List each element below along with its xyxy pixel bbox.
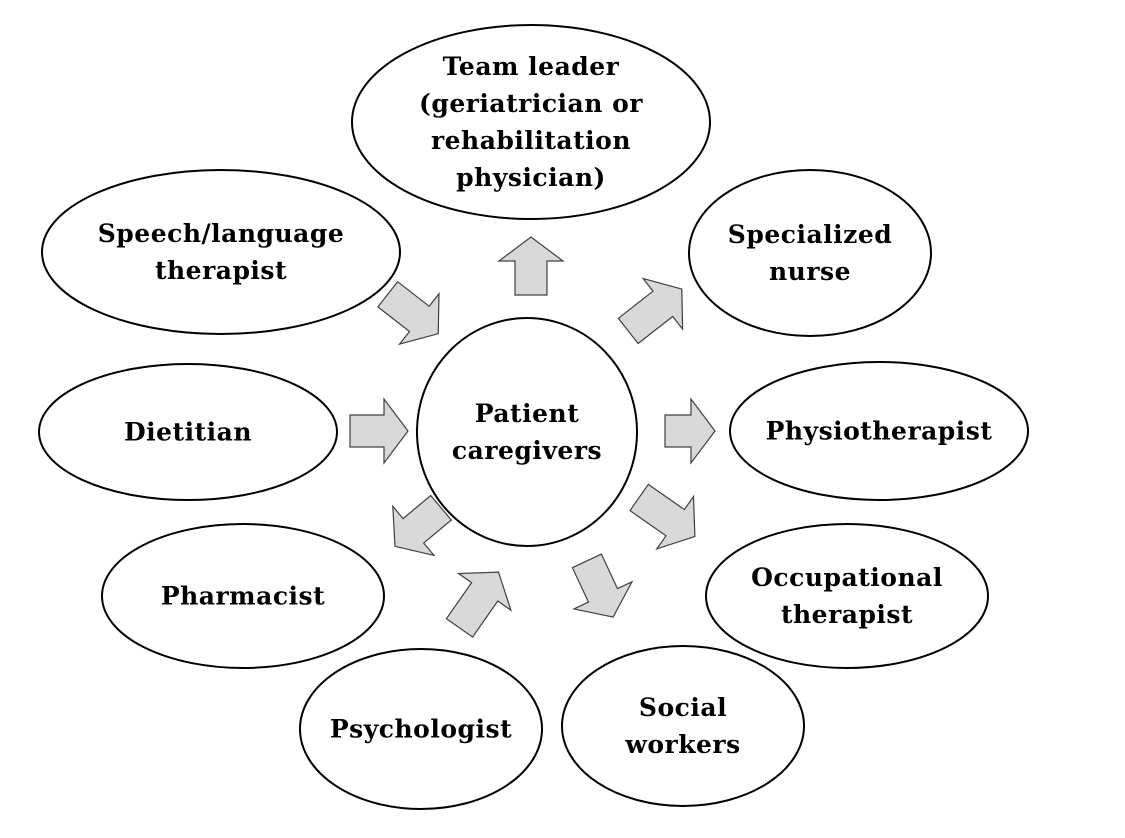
node-dietitian: Dietitian	[38, 363, 338, 501]
arrow-center-to-specialized-nurse	[617, 277, 684, 345]
node-shape-dietitian	[38, 363, 338, 501]
node-shape-occupational-therapist	[705, 523, 989, 669]
node-social-workers: Social workers	[561, 645, 805, 807]
arrows-layer	[349, 236, 716, 638]
node-team-leader: Team leader (geriatrician or rehabilitatio…	[351, 24, 711, 220]
arrow-center-to-team-leader	[497, 236, 565, 296]
node-label-team-leader: Team leader	[443, 52, 620, 81]
node-label-pharmacist: Pharmacist	[161, 582, 325, 611]
nodes-layer: Patient caregivers Team leader (geriatricia…	[38, 24, 1029, 810]
node-label-team-leader: physician)	[456, 163, 606, 192]
node-psychologist: Psychologist	[299, 648, 543, 810]
node-label-social-workers: workers	[624, 730, 740, 759]
node-shape-pharmacist	[101, 523, 385, 669]
node-shape-team-leader	[351, 24, 711, 220]
node-label-center: Patient	[475, 399, 580, 428]
node-center: Patient caregivers	[416, 317, 638, 547]
node-label-occupational-therapist: therapist	[781, 600, 913, 629]
node-specialized-nurse: Specialized nurse	[688, 169, 932, 337]
node-label-occupational-therapist: Occupational	[751, 563, 943, 592]
node-label-dietitian: Dietitian	[124, 418, 252, 447]
node-pharmacist: Pharmacist	[101, 523, 385, 669]
arrow-dietitian-to-center	[349, 397, 409, 465]
node-label-physiotherapist: Physiotherapist	[766, 417, 993, 446]
node-label-psychologist: Psychologist	[330, 715, 512, 744]
node-shape-physiotherapist	[729, 361, 1029, 501]
node-label-specialized-nurse: Specialized	[728, 220, 892, 249]
node-label-speech-language-therapist: Speech/language	[98, 219, 345, 248]
node-label-team-leader: rehabilitation	[431, 126, 631, 155]
node-label-social-workers: Social	[639, 693, 727, 722]
arrow-center-to-social-workers	[571, 553, 634, 618]
node-shape-psychologist	[299, 648, 543, 810]
node-occupational-therapist: Occupational therapist	[705, 523, 989, 669]
node-shape-speech-language-therapist	[41, 169, 401, 335]
node-shape-specialized-nurse	[688, 169, 932, 337]
arrow-center-to-physiotherapist	[664, 397, 716, 465]
node-label-specialized-nurse: nurse	[769, 257, 851, 286]
arrow-center-to-occupational-therapist	[629, 483, 696, 551]
node-speech-language-therapist: Speech/language therapist	[41, 169, 401, 335]
node-physiotherapist: Physiotherapist	[729, 361, 1029, 501]
arrow-psychologist-to-center	[445, 571, 513, 638]
node-shape-center	[416, 317, 638, 547]
arrow-speech-language-therapist-to-center	[377, 280, 440, 346]
node-label-center: caregivers	[452, 436, 602, 465]
node-label-team-leader: (geriatrician or	[419, 89, 643, 118]
node-shape-social-workers	[561, 645, 805, 807]
arrow-center-to-pharmacist	[392, 494, 453, 557]
node-label-speech-language-therapist: therapist	[155, 256, 287, 285]
